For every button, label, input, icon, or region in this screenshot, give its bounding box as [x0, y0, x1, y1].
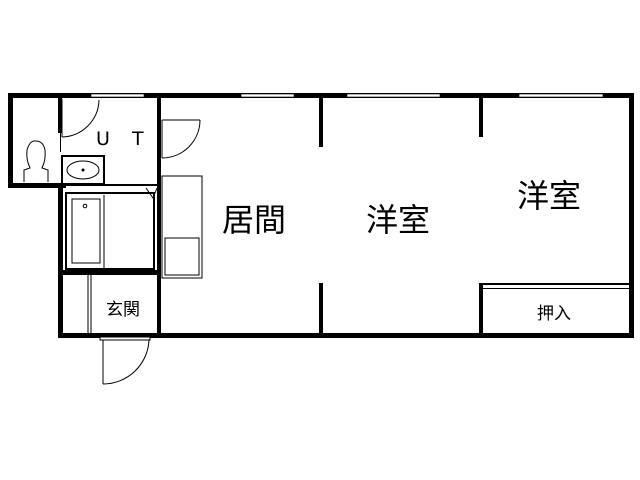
room-label-closet: 押入: [537, 304, 571, 324]
outer-walls: [8, 93, 634, 338]
toilet-icon: [23, 140, 49, 182]
room-label-living: 居間: [222, 201, 287, 239]
bathtub-icon: [65, 187, 158, 270]
toilet-door: [61, 99, 100, 138]
entrance-door: [99, 336, 151, 385]
kitchen-counter-icon: [161, 175, 203, 279]
interior-walls: [58, 97, 631, 335]
room-label-western1: 洋室: [366, 201, 431, 239]
room-label-entrance: 玄関: [106, 300, 140, 320]
washbasin-icon: [61, 155, 105, 185]
room-label-ut: U T: [96, 128, 152, 150]
room-label-western2: 洋室: [517, 177, 582, 215]
living-door: [161, 119, 201, 159]
entrance-area: [87, 275, 159, 333]
windows: [90, 93, 604, 98]
